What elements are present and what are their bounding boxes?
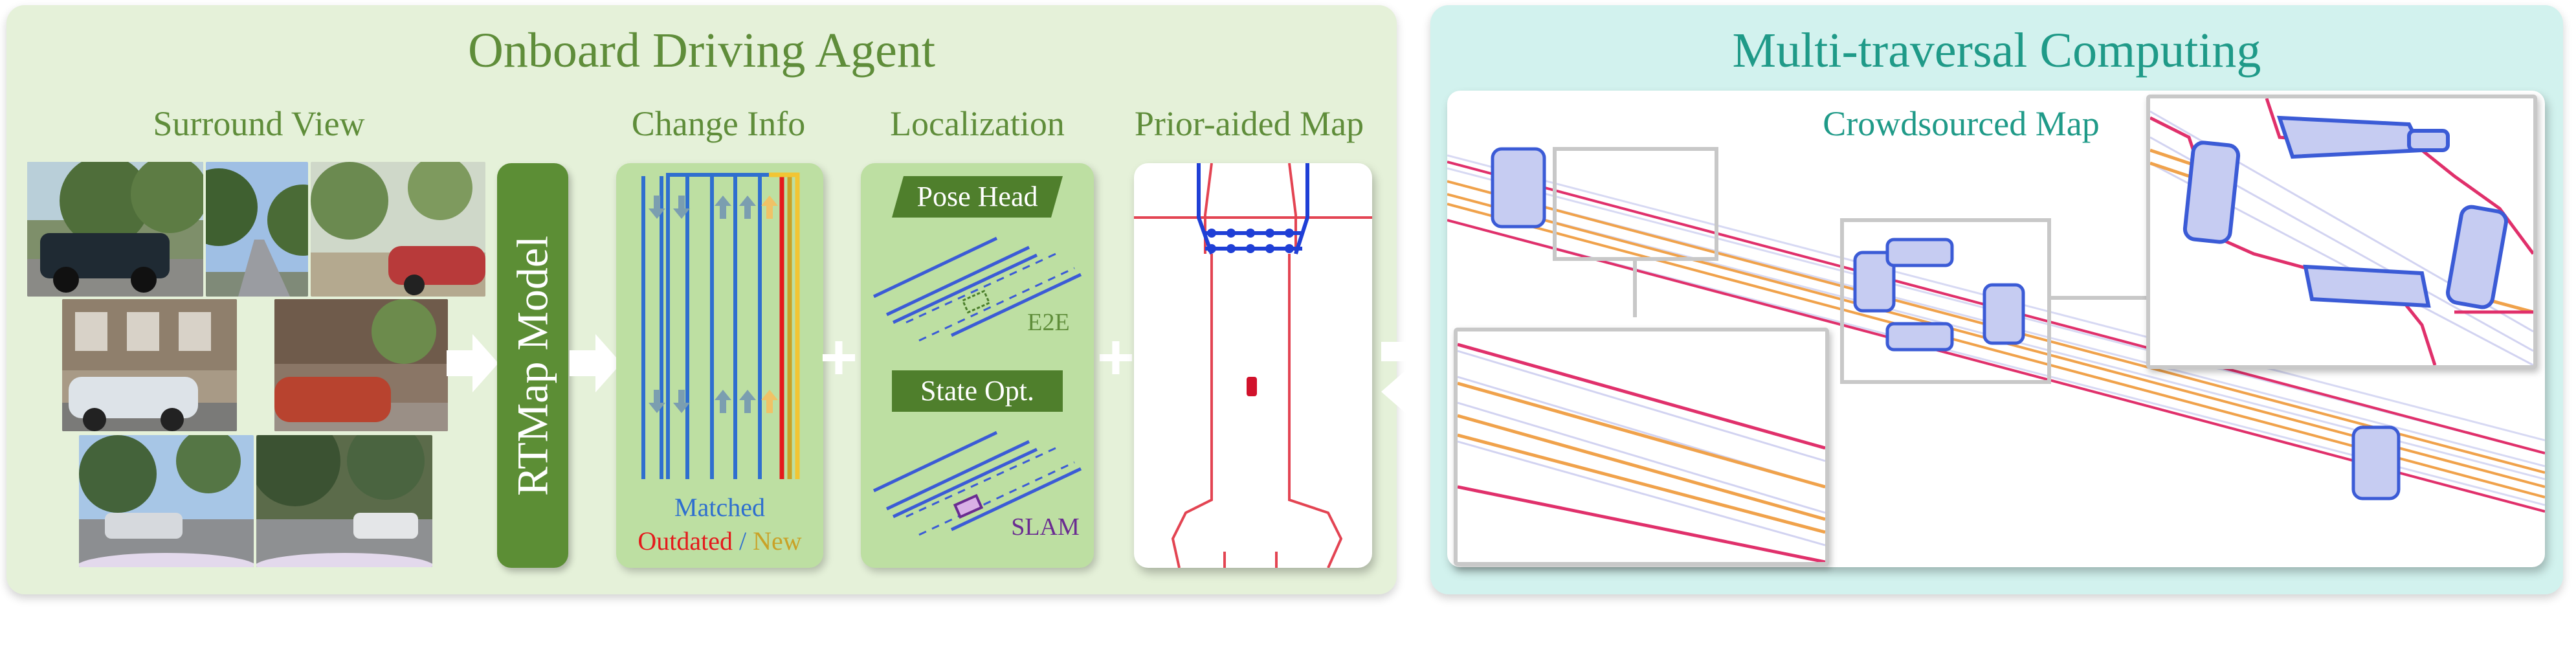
prior-aided-map-label: Prior-aided Map [1134, 104, 1364, 143]
pose-head-label: Pose Head [916, 181, 1038, 212]
arrow-right-icon [570, 334, 621, 392]
localization-box: Pose Head E2E State Opt. SLAM [861, 163, 1094, 568]
zoom-inset-intersection [2146, 95, 2537, 369]
legend-separator: / [732, 526, 753, 556]
arrow-right-icon [1381, 329, 1446, 374]
camera-image-rear-left [79, 435, 254, 567]
surround-view-label: Surround View [153, 104, 365, 143]
change-info-lane-diagram [641, 172, 800, 479]
onboard-panel-title: Onboard Driving Agent [468, 23, 935, 78]
legend-new: New [753, 526, 802, 556]
camera-image-front [206, 162, 308, 297]
slam-label: SLAM [1011, 513, 1080, 541]
camera-image-right [274, 299, 448, 431]
change-info-box: Matched Outdated / New [616, 163, 823, 568]
car-icon [961, 289, 991, 314]
localization-label: Localization [890, 104, 1065, 143]
change-info-label: Change Info [631, 104, 806, 143]
legend-outdated: Outdated [638, 526, 733, 556]
plus-icon: + [1096, 321, 1135, 394]
prior-map-drawing [1134, 163, 1372, 568]
crowdsourced-map-drawing [1447, 147, 2545, 513]
state-opt-label: State Opt. [920, 375, 1034, 407]
e2e-label: E2E [1027, 309, 1070, 336]
e2e-lane-diagram [872, 236, 1082, 342]
camera-image-front-right [311, 162, 485, 297]
zoom-inset-road [1454, 328, 1829, 566]
arrow-right-icon [447, 334, 498, 392]
multi-traversal-title: Multi-traversal Computing [1732, 23, 2261, 78]
slam-lane-diagram [872, 431, 1082, 536]
arrow-left-icon [1381, 369, 1446, 414]
pose-head-tag: Pose Head [892, 176, 1063, 218]
crowdsourced-map-label: Crowdsourced Map [1823, 104, 2100, 143]
car-icon [1247, 377, 1257, 396]
rtmap-model-label: RTMap Model [507, 235, 557, 496]
car-icon [953, 493, 984, 519]
rtmap-model-box: RTMap Model [497, 163, 568, 568]
camera-image-rear-right [256, 435, 432, 567]
legend-outdated-new: Outdated / New [616, 526, 823, 556]
camera-image-front-left [27, 162, 203, 297]
legend-matched: Matched [674, 493, 765, 522]
prior-aided-map-box [1134, 163, 1372, 568]
camera-image-left [62, 299, 237, 431]
plus-icon: + [819, 321, 858, 394]
state-opt-tag: State Opt. [892, 370, 1063, 412]
